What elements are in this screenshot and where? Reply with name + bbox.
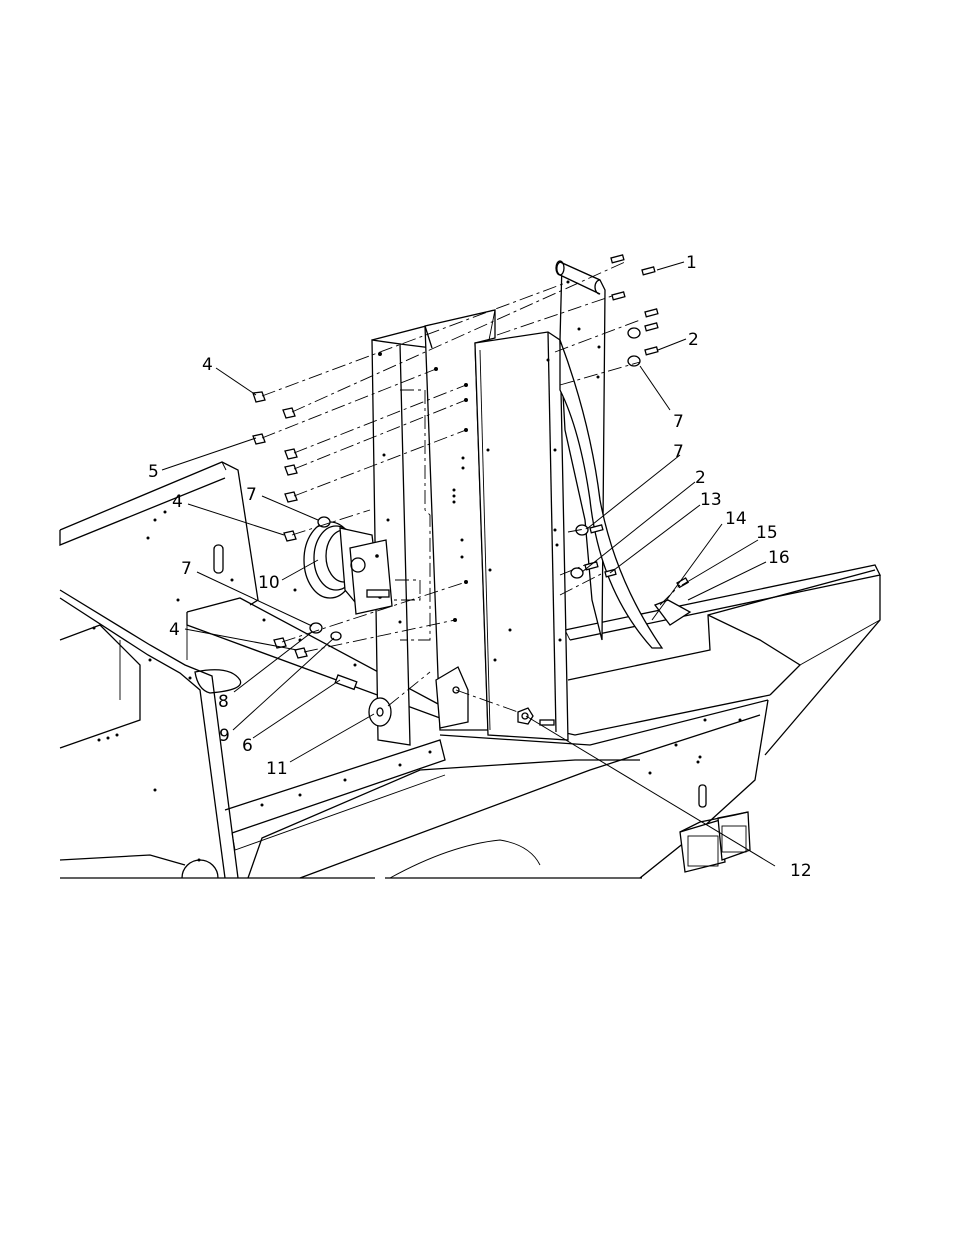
callout-1: 1 xyxy=(686,253,697,273)
callout-5: 5 xyxy=(148,462,159,482)
callout-7: 7 xyxy=(673,442,684,462)
curved-arm xyxy=(556,261,690,648)
callout-11: 11 xyxy=(266,759,288,779)
callout-12: 12 xyxy=(790,861,812,881)
callout-7: 7 xyxy=(246,485,257,505)
callout-13: 13 xyxy=(700,490,722,510)
callout-7: 7 xyxy=(673,412,684,432)
callout-9: 9 xyxy=(219,726,230,746)
callout-2: 2 xyxy=(695,468,706,488)
vertical-mast xyxy=(372,310,568,745)
callout-6: 6 xyxy=(242,736,253,756)
callout-4: 4 xyxy=(172,492,183,512)
callout-8: 8 xyxy=(218,692,229,712)
hitch-tubes xyxy=(680,812,750,872)
callout-10: 10 xyxy=(258,573,280,593)
callout-16: 16 xyxy=(768,548,790,568)
callout-14: 14 xyxy=(725,509,747,529)
callout-2: 2 xyxy=(688,330,699,350)
callout-15: 15 xyxy=(756,523,778,543)
callout-7: 7 xyxy=(181,559,192,579)
callout-4: 4 xyxy=(169,620,180,640)
callout-4: 4 xyxy=(202,355,213,375)
